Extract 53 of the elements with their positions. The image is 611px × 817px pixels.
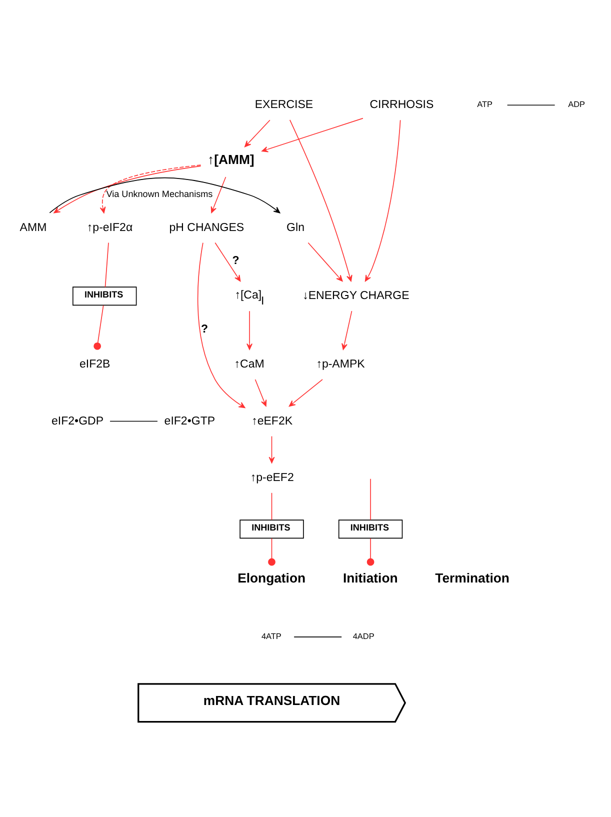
connector	[94, 304, 104, 350]
node-text: ↑[AMM]	[208, 152, 254, 168]
connector	[506, 104, 556, 106]
node-text: ↓ENERGY CHARGE	[302, 290, 410, 302]
node-text: eIF2•GDP	[52, 415, 104, 428]
node-text: eIF2•GTP	[164, 415, 216, 428]
arrow	[262, 118, 364, 152]
arrow	[342, 310, 352, 350]
node-text: 4ADP	[352, 632, 374, 642]
node-text: eIF2B	[80, 358, 110, 370]
node-text: ↑p-eIF2α	[86, 222, 133, 234]
connector	[370, 478, 371, 520]
arrow	[268, 436, 275, 464]
node-text: ↑eEF2K	[252, 415, 293, 428]
node-text: ADP	[568, 100, 586, 110]
arrow	[244, 120, 270, 148]
edge-label: ?	[232, 255, 240, 268]
node-box: INHIBITS	[338, 520, 403, 539]
node-text: AMM	[20, 222, 47, 234]
node-text: Gln	[286, 222, 304, 234]
arrow	[197, 242, 246, 408]
node-text: ATP	[477, 100, 493, 110]
arrow	[364, 120, 401, 282]
edge-label: Via Unknown Mechanisms	[106, 189, 213, 200]
connector	[366, 538, 374, 566]
node-box: INHIBITS	[240, 520, 304, 539]
node-text: Initiation	[342, 570, 398, 586]
node-text: 4ATP	[261, 632, 282, 642]
node-text: ↑CaM	[234, 358, 264, 370]
arrow	[246, 310, 253, 350]
node-text: EXERCISE	[254, 99, 314, 112]
arrow	[214, 242, 241, 282]
node-text: ↑p-AMPK	[316, 358, 365, 370]
node-text: Termination	[435, 570, 510, 586]
node-text: CIRRHOSIS	[370, 99, 434, 112]
node-text: Elongation	[238, 570, 306, 586]
connector	[110, 420, 158, 422]
arrow	[49, 177, 280, 214]
arrow	[308, 242, 343, 282]
connector	[104, 242, 109, 288]
arrow	[289, 120, 352, 282]
arrow	[54, 166, 202, 214]
arrow	[100, 164, 202, 214]
node-box: INHIBITS	[72, 286, 137, 306]
node-text: pH CHANGES	[169, 222, 244, 234]
edge-label: ?	[200, 324, 208, 336]
connector	[271, 492, 272, 520]
connector	[294, 636, 342, 638]
arrow	[210, 176, 226, 214]
arrow	[254, 379, 267, 406]
arrow	[288, 379, 323, 407]
connector	[268, 538, 276, 566]
node-text: ↑p-eEF2	[250, 472, 294, 484]
